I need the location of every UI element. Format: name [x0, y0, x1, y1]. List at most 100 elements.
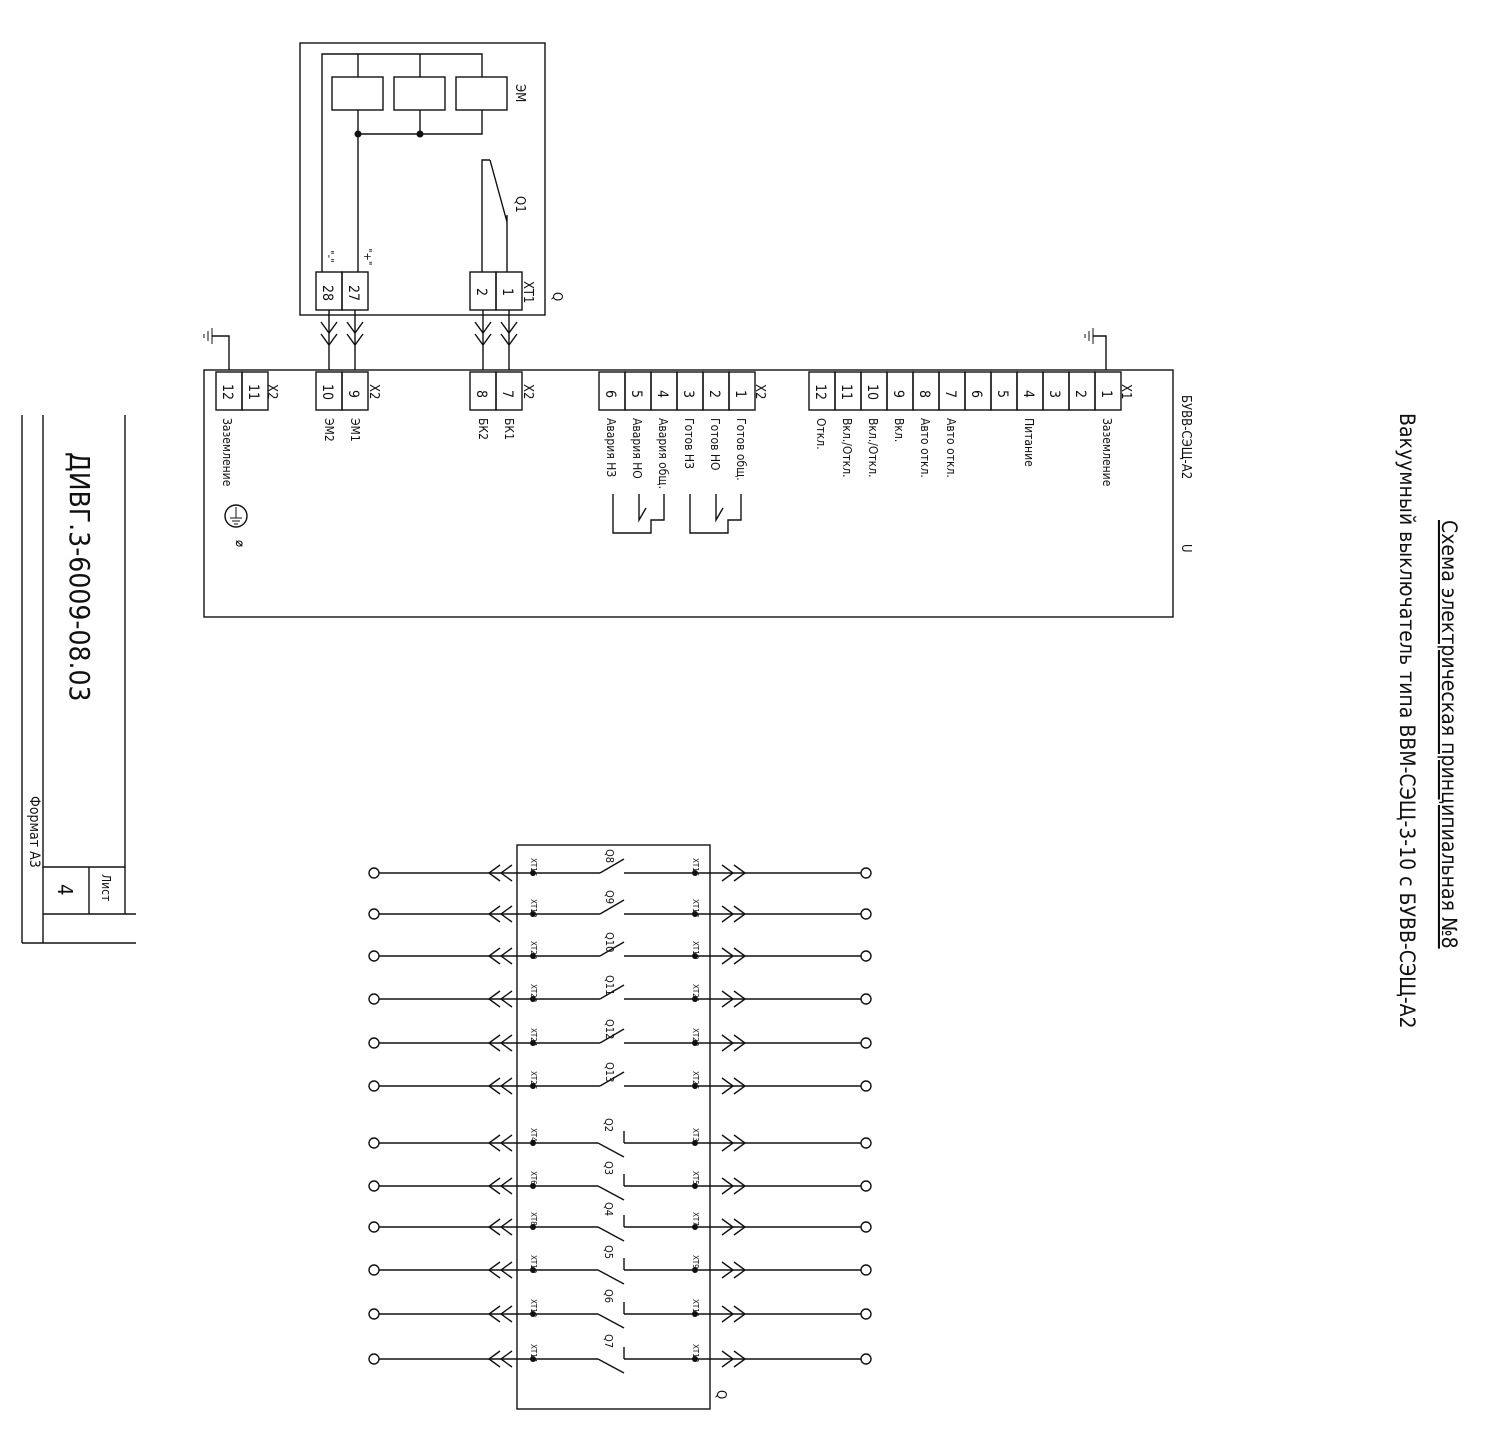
bk2-label: БК2 — [476, 418, 490, 440]
plug-right-icon — [721, 1177, 747, 1195]
protective-earth-icon — [224, 504, 248, 528]
x2-bk-pin-7: 7 — [499, 390, 515, 398]
plug-right-icon — [721, 1134, 747, 1152]
plug-right-icon — [721, 905, 747, 923]
x1-signal-10: Вкл./Откл. — [866, 418, 880, 478]
x1-pin-11: 11 — [838, 384, 854, 400]
x1-signal-8: Авто откл. — [918, 418, 932, 478]
terminal-circle-right — [860, 1180, 872, 1192]
x2-em-connector-label: X2 — [366, 384, 381, 399]
terminal-circle-right — [860, 1308, 872, 1320]
terminal-label-left: XT4 — [529, 1128, 538, 1142]
x2-em-pin-10: 10 — [319, 384, 335, 400]
x2-bk-terminal-strip: 78 — [469, 371, 523, 411]
x2-status-pin-5: 5 — [628, 390, 644, 398]
x1-signal-7: Авто откл. — [944, 418, 958, 478]
terminal-label-left: XT8 — [529, 1212, 538, 1226]
plug-left-icon — [487, 1077, 513, 1095]
plug-right-icon — [721, 1305, 747, 1323]
contact-label-q6: Q6 — [602, 1289, 615, 1303]
em-coil-3 — [455, 76, 508, 111]
sheet-label: Лист — [99, 874, 113, 901]
x2-ground-pin-box-12 — [215, 371, 243, 411]
contact-label-q3: Q3 — [602, 1161, 615, 1175]
x1-signal-4: Питание — [1022, 418, 1036, 467]
terminal-circle-left — [368, 1180, 380, 1192]
x1-pin-4: 4 — [1020, 390, 1036, 398]
x2-status-pin-2: 2 — [706, 390, 722, 398]
plug-right-icon — [721, 947, 747, 965]
plug-left-icon — [487, 905, 513, 923]
terminal-label-right: XT21 — [691, 984, 700, 1002]
contact-label-q4: Q4 — [602, 1202, 615, 1216]
terminal-circle-left — [368, 1308, 380, 1320]
x1-pin-12: 12 — [812, 384, 828, 400]
x1-pin-box-12 — [808, 371, 836, 411]
terminal-label-right: XT19 — [691, 941, 700, 960]
xt1-pin-1: 1 — [499, 288, 515, 296]
x2-status-signal-2: Готов НО — [708, 418, 722, 471]
plug-right-icon — [721, 1261, 747, 1279]
plug-left-icon — [487, 864, 513, 882]
aux-block-designation: Q — [713, 1390, 728, 1399]
x2-status-pin-3: 3 — [680, 390, 696, 398]
plug-left-icon — [487, 1134, 513, 1152]
em-pin-28: 28 — [319, 285, 335, 301]
terminal-circle-left — [368, 867, 380, 879]
x2-em-terminal-strip: 910 — [315, 371, 369, 411]
x2-bk-pin-8: 8 — [473, 390, 489, 398]
terminal-label-left: XT10 — [529, 1255, 538, 1274]
terminal-circle-left — [368, 1137, 380, 1149]
terminal-label-right: XT23 — [691, 1028, 700, 1046]
x2-ground-pin-12: 12 — [219, 384, 235, 400]
plug-left-icon — [487, 1218, 513, 1236]
terminal-label-left: XT24 — [529, 1028, 538, 1047]
ground-signal-label: Заземление — [220, 418, 234, 487]
contact-label-q2: Q2 — [602, 1118, 615, 1132]
schematic-title: Схема электрическая принципиальная №8 — [1437, 520, 1461, 949]
terminal-circle-right — [860, 950, 872, 962]
terminal-circle-right — [860, 908, 872, 920]
plug-left-icon — [487, 1305, 513, 1323]
x1-pin-3: 3 — [1046, 390, 1062, 398]
em-label: ЭМ — [512, 84, 527, 102]
x2-ground-connector-label: X2 — [264, 384, 279, 399]
bk1-label: БК1 — [502, 418, 516, 440]
x1-connector-label: X1 — [1118, 384, 1133, 399]
x1-pin-5: 5 — [994, 390, 1010, 398]
plug-right-icon — [721, 1077, 747, 1095]
terminal-circle-right — [860, 1264, 872, 1276]
terminal-label-right: XT13 — [691, 1344, 700, 1362]
x2-status-pin-box-6 — [598, 371, 626, 411]
unit-name: БУВВ-СЭЩ-А2 — [1178, 395, 1193, 479]
x2-status-connector-label: X2 — [752, 384, 767, 399]
x2-bk-pin-box-8 — [469, 371, 497, 411]
breaker-q: ЭМ Q1 "-" "+" 28 27 2 1 XT1 Q — [299, 42, 564, 316]
terminal-label-right: XT25 — [691, 1071, 700, 1089]
terminal-circle-left — [368, 1264, 380, 1276]
x2-status-pin-4: 4 — [654, 390, 670, 398]
title-stamp: ДИВГ.3-6009-08.03 Лист 4 Формат А3 — [21, 415, 136, 944]
terminal-label-left: XT26 — [529, 1071, 538, 1090]
terminal-circle-right — [860, 993, 872, 1005]
terminal-circle-left — [368, 1080, 380, 1092]
contact-label-q13: Q13 — [603, 1062, 616, 1082]
x1-pin-2: 2 — [1072, 390, 1088, 398]
format-label: Формат А3 — [26, 796, 42, 868]
terminal-label-left: XT20 — [529, 941, 538, 960]
x2-status-signal-5: Авария НО — [630, 418, 644, 479]
contact-label-q7: Q7 — [602, 1334, 615, 1348]
x1-signal-9: Вкл. — [892, 418, 906, 442]
terminal-label-right: XT5 — [691, 1171, 700, 1185]
